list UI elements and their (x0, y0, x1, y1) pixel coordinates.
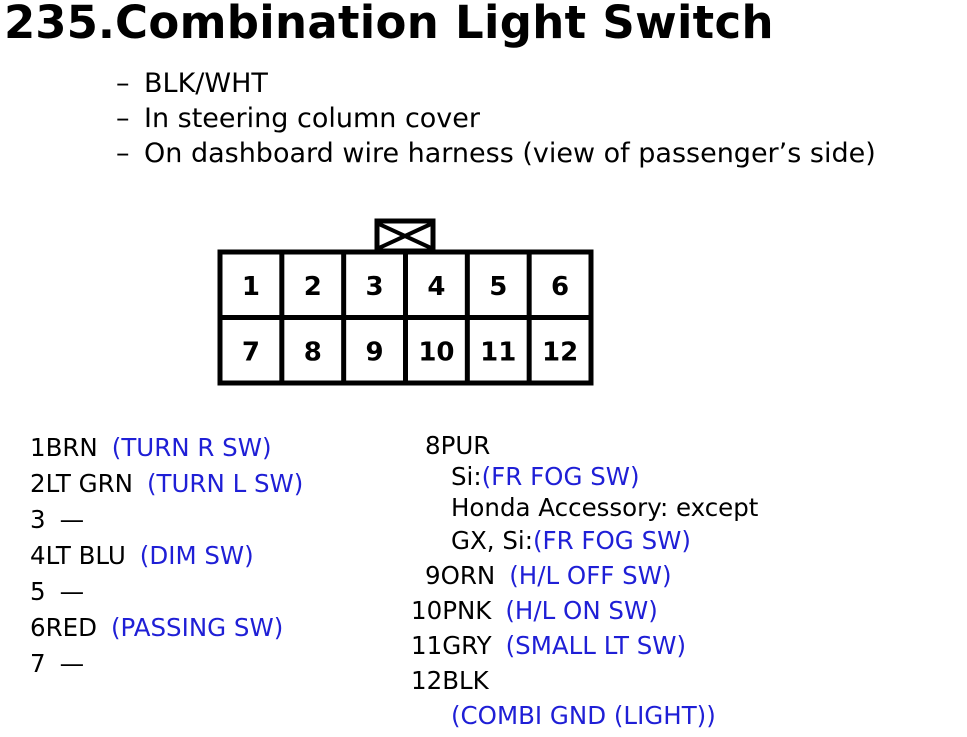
pin-function: (FR FOG SW) (481, 462, 640, 491)
pin-cell-label: 2 (304, 272, 322, 302)
wire-color: LT GRN (45, 469, 133, 498)
wire-color: GRY (442, 631, 492, 660)
pin-cell-label: 12 (542, 337, 578, 367)
pin-8-accessory-note-2: GX, Si:(FR FOG SW) (411, 523, 758, 558)
pin-number: 7 (30, 649, 46, 678)
pin-row-10: 10PNK (H/L ON SW) (411, 593, 758, 628)
pin-unused-dash: — (59, 505, 85, 534)
pin-function: (TURN R SW) (111, 433, 272, 462)
pin-number: 2 (30, 469, 46, 498)
pin-cell-label: 4 (427, 272, 445, 302)
pin-unused-dash: — (59, 577, 85, 606)
pin-row-4: 4LT BLU (DIM SW) (30, 538, 303, 574)
pin-function: (SMALL LT SW) (505, 631, 687, 660)
note-dash: – (116, 138, 130, 169)
pin-cell-label: 5 (489, 272, 507, 302)
pin-number: 10 (411, 596, 443, 625)
pin-row-1: 1BRN (TURN R SW) (30, 430, 303, 466)
pin-cell-label: 9 (366, 337, 384, 367)
pin-function: (H/L ON SW) (505, 596, 658, 625)
note-dash: – (116, 103, 130, 134)
pin-row-11: 11GRY (SMALL LT SW) (411, 628, 758, 663)
pin-function: (FR FOG SW) (532, 526, 691, 555)
pin-cell-label: 8 (304, 337, 322, 367)
latch-cross-line (378, 222, 432, 250)
note-text: On dashboard wire harness (view of passe… (144, 138, 876, 169)
pin-cell-label: 7 (242, 337, 260, 367)
note-color: –BLK/WHT (116, 66, 876, 101)
pin-number: 6 (30, 613, 46, 642)
pin-number: 5 (30, 577, 46, 606)
pin-row-2: 2LT GRN (TURN L SW) (30, 466, 303, 502)
variant-label: Si: (451, 462, 482, 491)
note-location: –In steering column cover (116, 101, 876, 136)
note-dash: – (116, 68, 130, 99)
variant-label: Honda Accessory: except (451, 493, 759, 522)
pin-number: 12 (411, 666, 443, 695)
wire-color: PNK (442, 596, 492, 625)
connector-notes: –BLK/WHT –In steering column cover –On d… (116, 66, 876, 171)
pin-8-si-note: Si:(FR FOG SW) (411, 461, 758, 492)
pin-row-6: 6RED (PASSING SW) (30, 610, 303, 646)
wire-color: LT BLU (45, 541, 126, 570)
pin-row-3: 3— (30, 502, 303, 538)
pin-number: 9 (425, 561, 441, 590)
pin-function: (TURN L SW) (146, 469, 304, 498)
pin-row-7: 7— (30, 646, 303, 682)
pin-function: (COMBI GND (LIGHT)) (451, 701, 716, 730)
pin-cell-label: 1 (242, 272, 260, 302)
pin-list-right: 8PUR Si:(FR FOG SW) Honda Accessory: exc… (411, 430, 758, 733)
pin-unused-dash: — (59, 649, 85, 678)
pin-row-9: 9ORN (H/L OFF SW) (411, 558, 758, 593)
pin-number: 8 (425, 431, 441, 460)
pin-number: 3 (30, 505, 46, 534)
pin-cell-label: 10 (418, 337, 454, 367)
wire-color: BLK (442, 666, 489, 695)
page-title: 235.Combination Light Switch (4, 0, 774, 49)
variant-label: GX, Si: (451, 526, 533, 555)
pin-list-left: 1BRN(TURN R SW) 2LT GRN(TURN L SW) 3— 4L… (30, 430, 303, 682)
pin-function: (PASSING SW) (110, 613, 284, 642)
pin-row-8: 8PUR (411, 430, 758, 461)
pin-row-12: 12BLK (411, 663, 758, 698)
pin-12-function: (COMBI GND (LIGHT)) (411, 698, 758, 733)
pin-number: 4 (30, 541, 46, 570)
pin-number: 1 (30, 433, 46, 462)
pin-function: (DIM SW) (139, 541, 254, 570)
pin-function: (H/L OFF SW) (509, 561, 672, 590)
note-text: In steering column cover (144, 103, 480, 134)
title-number: 235. (4, 0, 116, 49)
note-text: BLK/WHT (144, 68, 268, 99)
pin-cell-label: 3 (366, 272, 384, 302)
wire-color: RED (45, 613, 97, 642)
wire-color: PUR (440, 431, 491, 460)
wire-color: BRN (45, 433, 98, 462)
wire-color: ORN (440, 561, 496, 590)
pin-row-5: 5— (30, 574, 303, 610)
pin-cell-label: 6 (551, 272, 569, 302)
title-text: Combination Light Switch (115, 0, 774, 49)
pin-number: 11 (411, 631, 443, 660)
pin-8-accessory-note: Honda Accessory: except (411, 492, 758, 523)
pin-cell-label: 11 (480, 337, 516, 367)
note-harness: –On dashboard wire harness (view of pass… (116, 136, 876, 171)
